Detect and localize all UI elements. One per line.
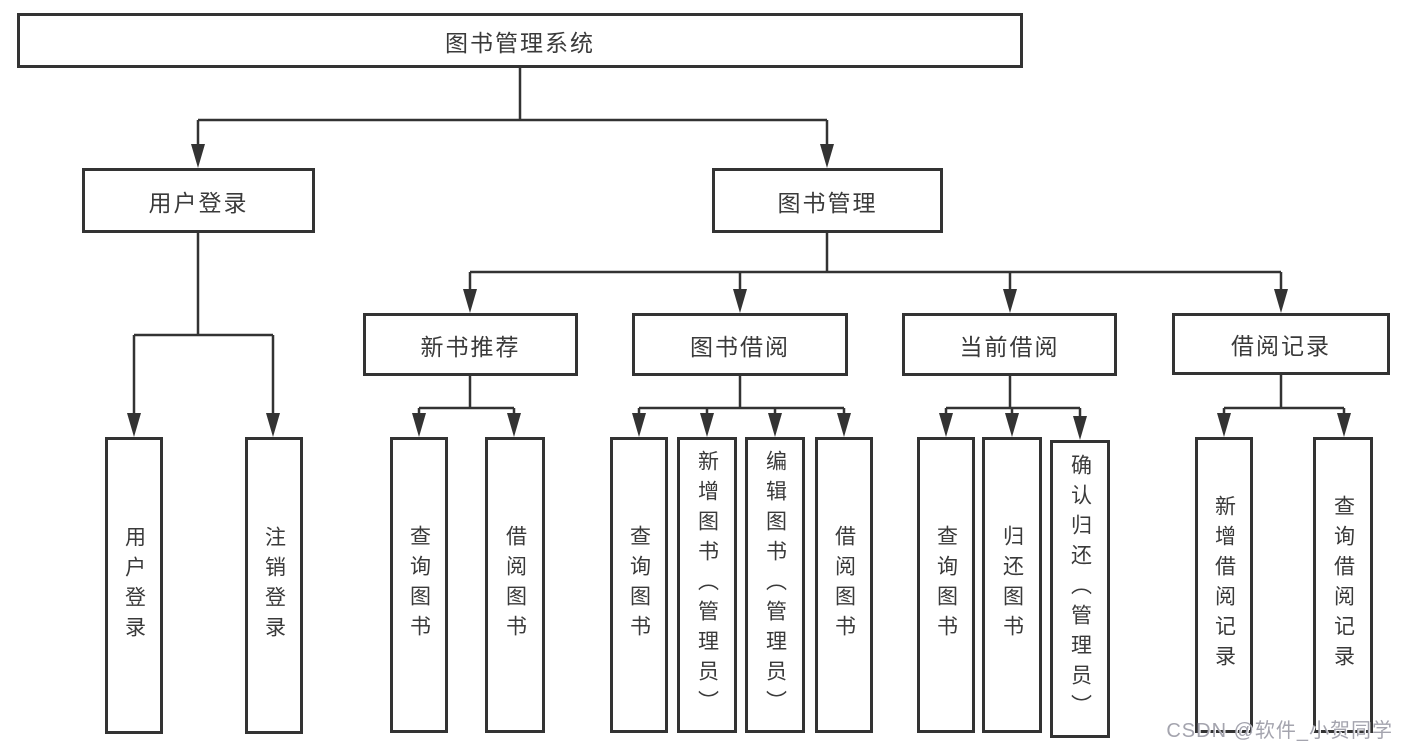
arrowhead-icon [700,413,714,437]
arrowhead-icon [632,413,646,437]
connector-new-book-recommend [417,376,516,415]
node-label: 用户登录 [148,189,249,216]
arrowhead-icon [1073,416,1087,440]
arrowhead-icon [191,144,205,168]
arrowhead-icon [939,413,953,437]
arrowhead-icon [768,413,782,437]
arrowhead-icon [412,413,426,437]
node-label: 确认归还（管理员） [1068,454,1092,724]
leaf-add-books-admin: 新增图书（管理员） [677,437,737,733]
connector-user-login [132,233,275,415]
node-label: 注销登录 [262,525,286,646]
node-borrow-records: 借阅记录 [1172,313,1390,375]
node-label: 图书管理系统 [445,29,595,56]
connector-current-borrow [944,375,1082,418]
arrowhead-icon [1274,289,1288,313]
arrowhead-icon [733,289,747,313]
leaf-logout: 注销登录 [245,437,303,734]
node-label: 查询图书 [627,525,651,645]
arrowheads [127,144,1351,440]
node-label: 借阅记录 [1231,333,1331,359]
node-new-book-recommend: 新书推荐 [363,313,578,376]
arrowhead-icon [463,289,477,313]
node-label: 图书管理 [777,189,878,216]
node-label: 新书推荐 [420,333,521,360]
leaf-borrow-books-recommend: 借阅图书 [485,437,545,733]
arrowhead-icon [1003,289,1017,313]
node-root-system: 图书管理系统 [17,13,1023,68]
arrowhead-icon [837,413,851,437]
leaf-add-borrow-record: 新增借阅记录 [1195,437,1253,733]
node-user-login: 用户登录 [82,168,315,233]
node-label: 用户登录 [122,525,146,646]
node-label: 图书借阅 [690,333,790,360]
node-label: 新增图书（管理员） [695,450,719,720]
arrowhead-icon [1217,413,1231,437]
connector-borrow-records [1222,375,1346,415]
connector-root [196,68,829,146]
leaf-return-books: 归还图书 [982,437,1042,733]
leaf-query-borrow-record: 查询借阅记录 [1313,437,1373,733]
node-current-borrow: 当前借阅 [902,313,1117,376]
arrowhead-icon [266,413,280,437]
arrowhead-icon [507,413,521,437]
node-label: 查询借阅记录 [1331,495,1355,675]
leaf-edit-books-admin: 编辑图书（管理员） [745,437,805,733]
node-label: 当前借阅 [959,333,1060,360]
node-label: 借阅图书 [503,525,527,645]
arrowhead-icon [1337,413,1351,437]
node-book-management: 图书管理 [712,168,943,233]
leaf-query-books-recommend: 查询图书 [390,437,448,733]
leaf-query-books-current: 查询图书 [917,437,975,733]
node-label: 查询图书 [407,525,431,645]
arrowhead-icon [127,413,141,437]
node-label: 借阅图书 [832,525,856,645]
node-label: 新增借阅记录 [1212,495,1236,675]
leaf-borrow-books: 借阅图书 [815,437,873,733]
node-label: 查询图书 [934,525,958,645]
arrowhead-icon [1005,413,1019,437]
connector-book-borrow [637,376,846,415]
node-book-borrow: 图书借阅 [632,313,848,376]
arrowhead-icon [820,144,834,168]
leaf-confirm-return-admin: 确认归还（管理员） [1050,440,1110,738]
node-label: 归还图书 [1000,525,1024,645]
leaf-user-login: 用户登录 [105,437,163,734]
leaf-query-books-borrow: 查询图书 [610,437,668,733]
connector-book-management [468,233,1283,291]
watermark: CSDN @软件_小贺同学 [1166,720,1393,742]
node-label: 编辑图书（管理员） [763,450,787,720]
